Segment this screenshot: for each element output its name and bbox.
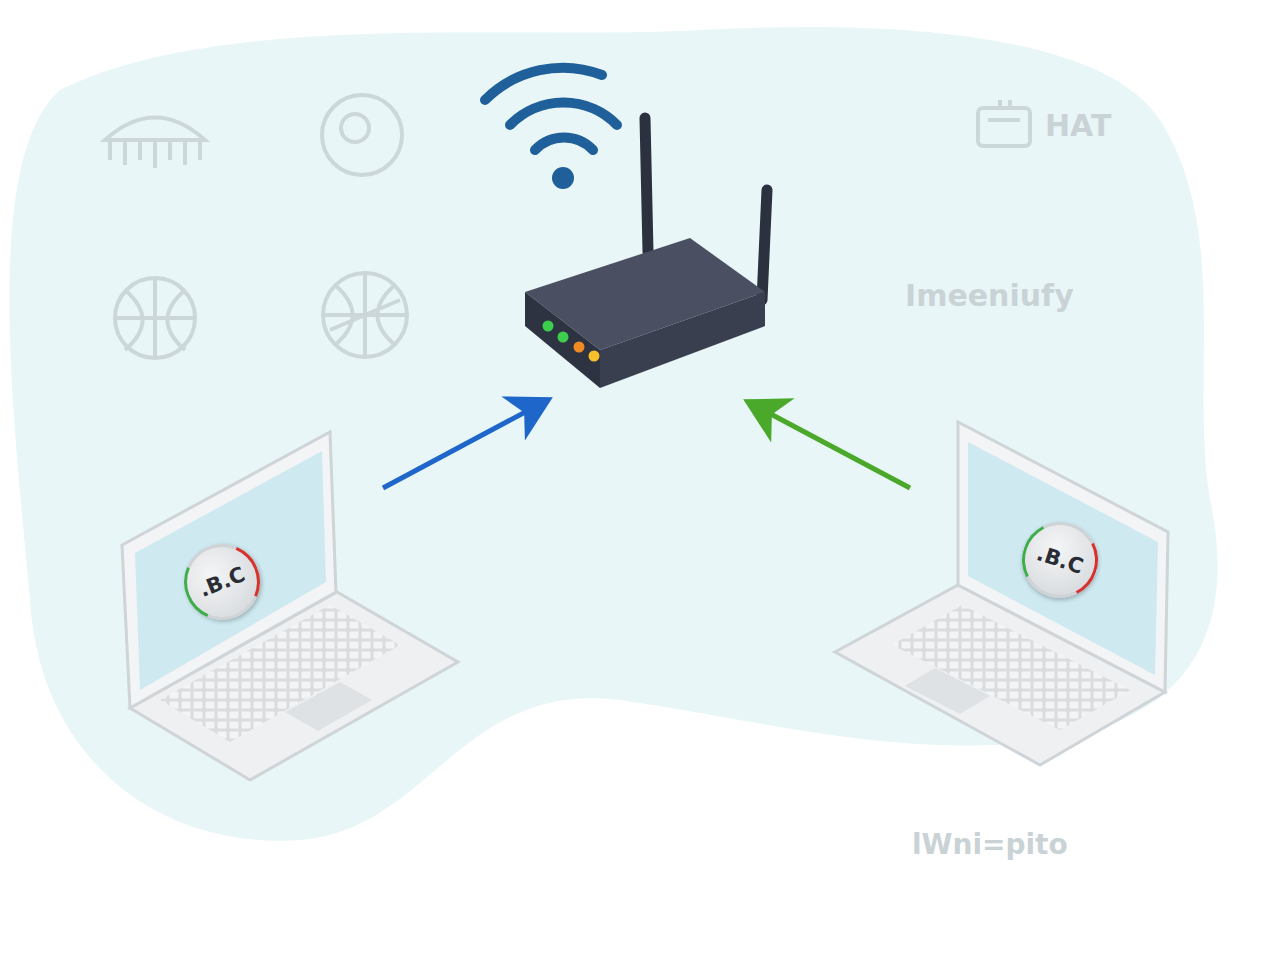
wifi-icon [485,68,617,189]
background-blob [9,27,1217,841]
background-icons [105,95,1030,358]
watermark-text: Imeeniufy [905,278,1074,313]
badge-text: .B.C [196,562,249,602]
laptop-right [835,422,1168,765]
green-arrow [752,404,910,488]
watermark-text: HAT [1045,108,1111,143]
laptop-left [122,432,458,780]
watermark-text: lWni=pito [912,828,1068,861]
badge-text: .B.C [1034,541,1086,578]
blue-arrow [383,402,544,488]
router [525,118,767,388]
